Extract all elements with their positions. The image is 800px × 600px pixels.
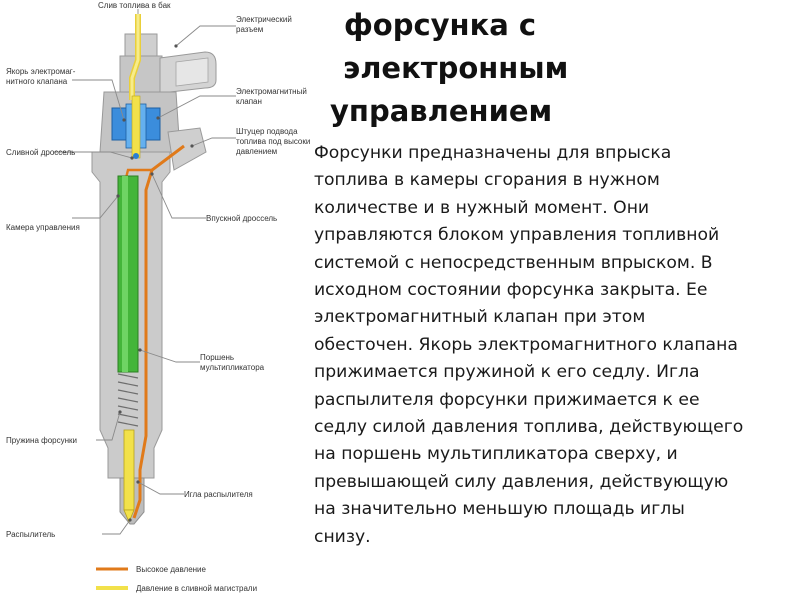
label-nozzle: Распылитель [6,530,55,539]
label-connector-2: разъем [236,25,263,34]
label-needle: Игла распылителя [184,490,253,499]
legend: Высокое давление Давление в сливной маги… [96,565,257,593]
solenoid-valve [111,95,161,159]
label-armature-1: Якорь электромаг- [6,67,76,76]
label-piston-1: Поршень [200,353,234,362]
label-control-chamber: Камера управления [6,223,80,232]
title-line-2: электронным [343,51,569,85]
label-armature-2: нитного клапана [6,77,68,86]
label-inlet-throttle: Впускной дроссель [206,214,277,223]
slide-title: форсунка с электронным управлением [330,4,590,133]
label-connector-1: Электрический [236,15,292,24]
injector-diagram: Слив топлива в бак Электрический разъем … [6,1,310,593]
return-line [129,14,141,100]
legend-label-high-pressure: Высокое давление [136,565,207,574]
label-inlet-1: Штуцер подвода [236,127,298,136]
title-line-3: управлением [330,94,553,128]
high-pressure-line [124,144,185,519]
label-inlet-2: топлива под высоким [236,137,310,146]
leader-dots [116,44,194,522]
label-inlet-3: давлением [236,147,277,156]
label-solenoid-1: Электромагнитный [236,87,307,96]
legend-label-return-pressure: Давление в сливной магистрали [136,584,257,593]
label-solenoid-2: клапан [236,97,262,106]
diagram-labels: Слив топлива в бак Электрический разъем … [6,1,310,539]
label-fuel-return: Слив топлива в бак [98,1,171,10]
label-drain-throttle: Сливной дроссель [6,148,75,157]
nozzle-needle [123,429,135,524]
description-text: Форсунки предназначены для впрыска топли… [314,143,744,547]
injector-spring [117,373,139,427]
label-spring: Пружина форсунки [6,436,77,445]
title-line-1: форсунка с [344,8,537,42]
multiplier-piston [117,175,139,373]
label-piston-2: мультипликатора [200,363,265,372]
leader-lines [54,9,236,535]
